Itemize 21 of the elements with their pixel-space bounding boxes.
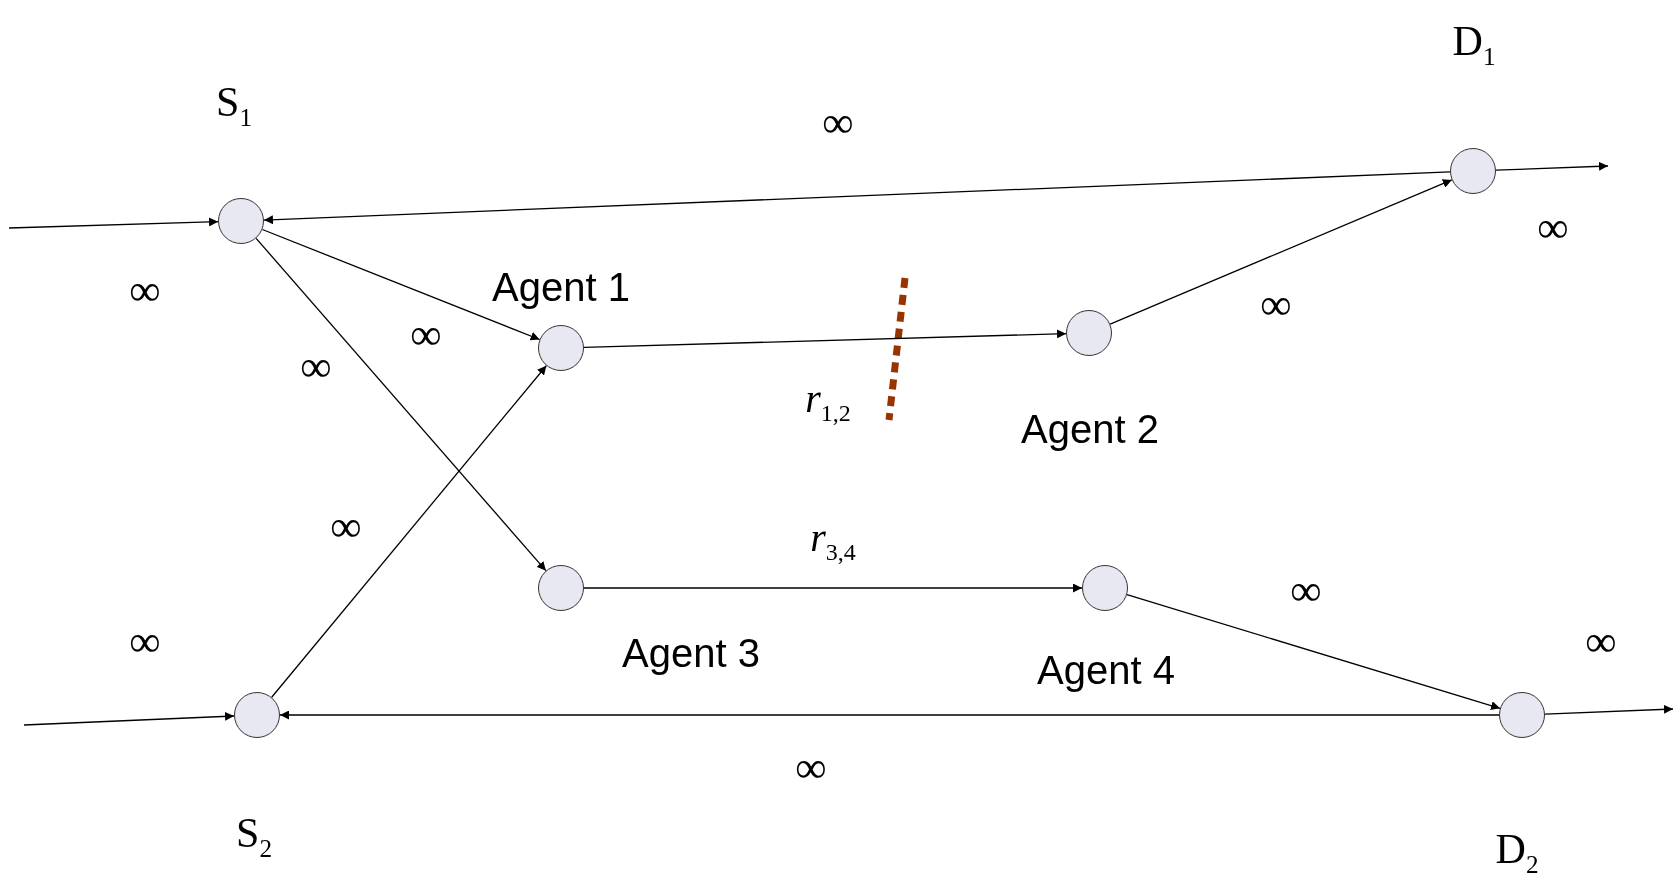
node-label: Agent 3 (622, 630, 760, 676)
arrow (279, 710, 1500, 720)
node-label: S$_{1}$ (216, 78, 252, 132)
node-label: D$_{2}$ (1495, 825, 1539, 873)
node-label: D$_{1}$ (1452, 17, 1496, 71)
arrow (1126, 594, 1501, 710)
arrow (1495, 161, 1609, 171)
arrow (261, 228, 541, 341)
arrow (1109, 179, 1453, 325)
arrow (8, 217, 219, 229)
arrow (271, 365, 547, 698)
node-label: Agent 1 (492, 264, 630, 310)
arrow (255, 237, 547, 572)
arrow (23, 711, 235, 726)
arrow (1544, 704, 1674, 715)
arrow (583, 329, 1067, 348)
node-label: S$_{2}$ (236, 809, 272, 863)
node-label: Agent 4 (1037, 647, 1175, 693)
arrow (583, 583, 1083, 593)
node-label: Agent 2 (1021, 406, 1159, 452)
arrow (263, 171, 1451, 225)
